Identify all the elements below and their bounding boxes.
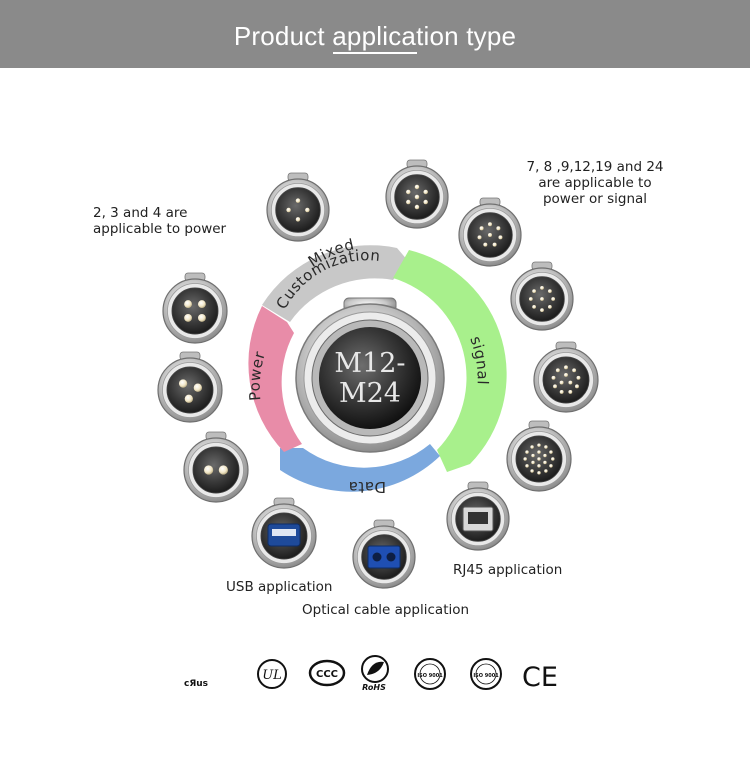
ring-segment-signal [393, 250, 507, 472]
ring-segment-mixed [262, 245, 409, 322]
ul-logo: UL [257, 659, 287, 689]
connector-9pin [510, 261, 574, 331]
header-bar: Product application type [0, 0, 750, 68]
connector-8pin [458, 197, 522, 267]
svg-text:cЯus: cЯus [184, 679, 208, 689]
center-label-line1: M12- [334, 348, 405, 379]
connector-12pin [533, 341, 599, 413]
rohs-logo: RoHS [361, 655, 389, 692]
signal-note-line3: power or signal [542, 191, 648, 207]
ring-segment-power [248, 306, 302, 452]
signal-note-line2: are applicable to [538, 175, 652, 191]
usb-label: USB application [226, 579, 333, 595]
ccc-logo: CCC [308, 659, 346, 687]
power-note: 2, 3 and 4 are applicable to power [93, 205, 226, 237]
rj45-connector [446, 481, 510, 551]
ring-label-power: Power [246, 349, 269, 402]
ce-logo: CE [522, 662, 558, 693]
optical-connector [352, 519, 416, 589]
connector-2pin [183, 431, 249, 503]
svg-text:UL: UL [262, 668, 282, 683]
connector-7pin [385, 159, 449, 229]
signal-note-line1: 7, 8 ,9,12,19 and 24 [526, 159, 664, 175]
connector-3pin [157, 351, 223, 423]
svg-text:CCC: CCC [316, 669, 338, 680]
title-underline [333, 52, 417, 54]
svg-text:CE: CE [522, 662, 558, 693]
svg-text:ISO 9001: ISO 9001 [473, 673, 499, 679]
power-note-line2: applicable to power [93, 221, 227, 237]
page-title: Product application type [233, 21, 517, 51]
connector-4pin-small [266, 172, 330, 242]
curus-logo: cЯus [184, 679, 208, 689]
center-label-line2: M24 [339, 378, 401, 409]
svg-text:RoHS: RoHS [362, 683, 386, 692]
iso-9001-logo-2: ISO 9001 [470, 658, 502, 690]
signal-note: 7, 8 ,9,12,19 and 24 are applicable to p… [500, 159, 690, 207]
rj45-label: RJ45 application [453, 562, 563, 578]
ring-segment-data [280, 444, 440, 492]
power-note-line1: 2, 3 and 4 are [93, 205, 188, 221]
iso-9001-logo: ISO 9001 [414, 658, 446, 690]
connector-4pin [162, 272, 228, 344]
certification-logos: cЯus UL CCC RoHS ISO 9001 ISO 9001 CE [184, 655, 558, 693]
ring-label-data: Data [348, 478, 386, 496]
center-connector: M12- M24 [295, 297, 445, 453]
usb-connector [251, 497, 317, 569]
optical-label: Optical cable application [302, 602, 470, 618]
svg-text:ISO 9001: ISO 9001 [417, 673, 443, 679]
connector-19pin [506, 420, 572, 492]
